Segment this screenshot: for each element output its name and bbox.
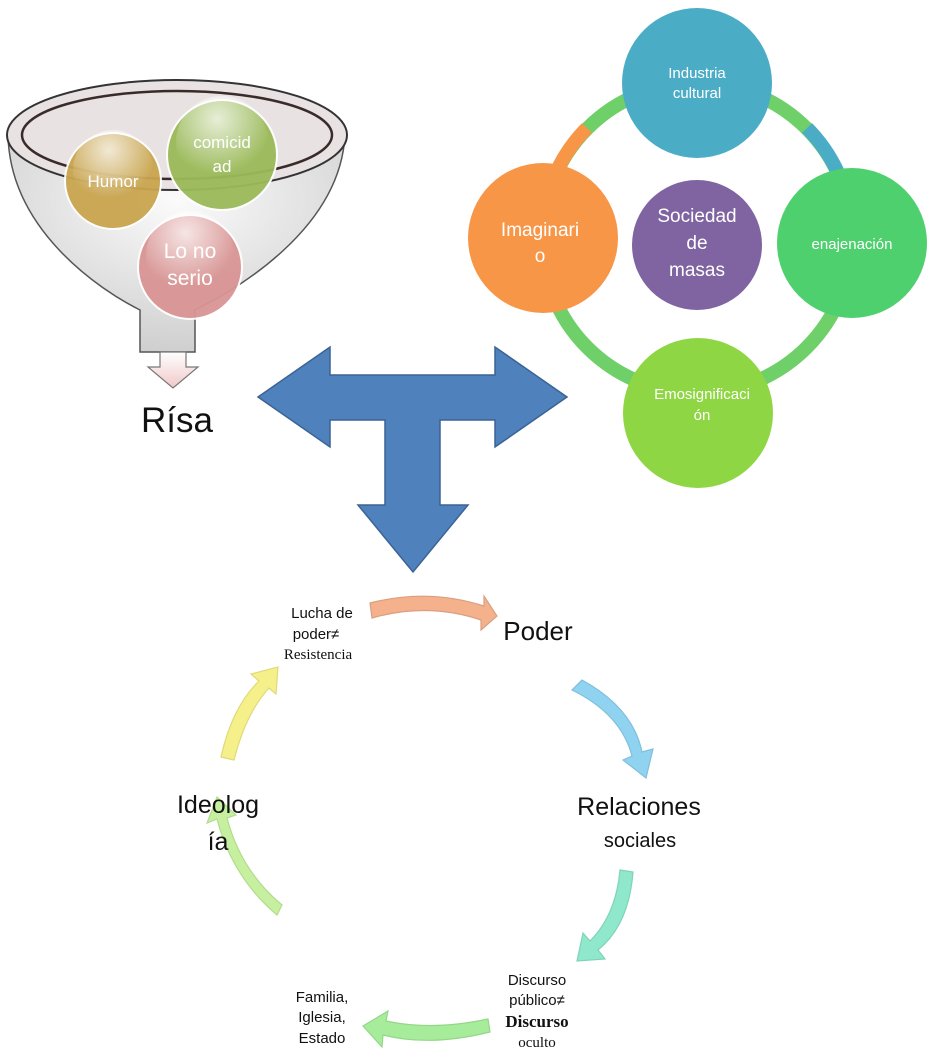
arrow-to-poder-icon [369,593,498,632]
arrow-to-ideologia-icon [205,795,283,916]
label-discurso-2: público≠ [509,992,565,1009]
funnel-label-lonoserio-1: Lo no [164,240,217,263]
label-lucha-2: poder≠ [293,626,340,643]
label-industria-2: cultural [673,85,721,102]
funnel-label-comicidad-2: ad [213,157,232,176]
power-cycle: Poder Relaciones sociales Discurso públi… [177,593,701,1051]
funnel-label-comicidad-1: comicid [193,133,251,152]
label-discurso-4: oculto [518,1035,556,1051]
label-enajenacion: enajenación [812,236,893,253]
node-imaginario [468,163,618,313]
label-industria-1: Industria [668,65,726,82]
label-ideologia-1: Ideolog [177,791,259,819]
funnel-label-humor: Humor [87,172,138,191]
label-lucha-1: Lucha de [291,605,353,622]
label-sociedad-2: de [686,233,707,254]
t-arrow-icon [256,345,569,574]
label-familia-3: Estado [299,1030,346,1047]
label-sociedad-3: masas [669,260,725,281]
arrow-to-discurso-icon [576,869,634,962]
funnel-circle-lonoserio-shine [146,211,234,299]
label-ideologia-2: ía [208,828,229,856]
label-lucha-3: Resistencia [284,647,353,663]
funnel-label-lonoserio-2: serio [167,267,213,290]
label-discurso-1: Discurso [508,972,566,989]
label-sociedad-1: Sociedad [657,206,736,227]
funnel-group: comicid ad Humor Lo no serio Rísa [6,79,348,440]
arrow-to-lucha-icon [220,666,279,761]
label-relaciones-1: Relaciones [577,793,701,821]
down-arrow-icon [146,351,200,389]
node-emosignificacion [623,338,773,488]
label-poder: Poder [503,616,573,646]
funnel-circle-comicidad-shine [176,96,268,188]
node-enajenacion [777,168,927,318]
label-relaciones-2: sociales [604,830,676,852]
label-familia-1: Familia, [296,989,349,1006]
arrow-to-familia-icon [362,1009,491,1049]
node-center-sociedad [632,180,762,310]
label-emosignificacion-1: Emosignificaci [654,386,750,403]
society-cycle: Industria cultural enajenación Emosignif… [468,8,927,488]
label-emosignificacion-2: ón [694,407,711,424]
node-industria [622,8,772,158]
funnel-circle-humor-shine [73,130,153,210]
label-discurso-3: Discurso [505,1012,568,1031]
label-imaginario-2: o [535,246,546,267]
arrow-to-relaciones-icon [570,679,654,780]
label-imaginario-1: Imaginari [501,220,579,241]
label-familia-2: Iglesia, [298,1009,346,1026]
result-label-risa: Rísa [141,401,214,440]
